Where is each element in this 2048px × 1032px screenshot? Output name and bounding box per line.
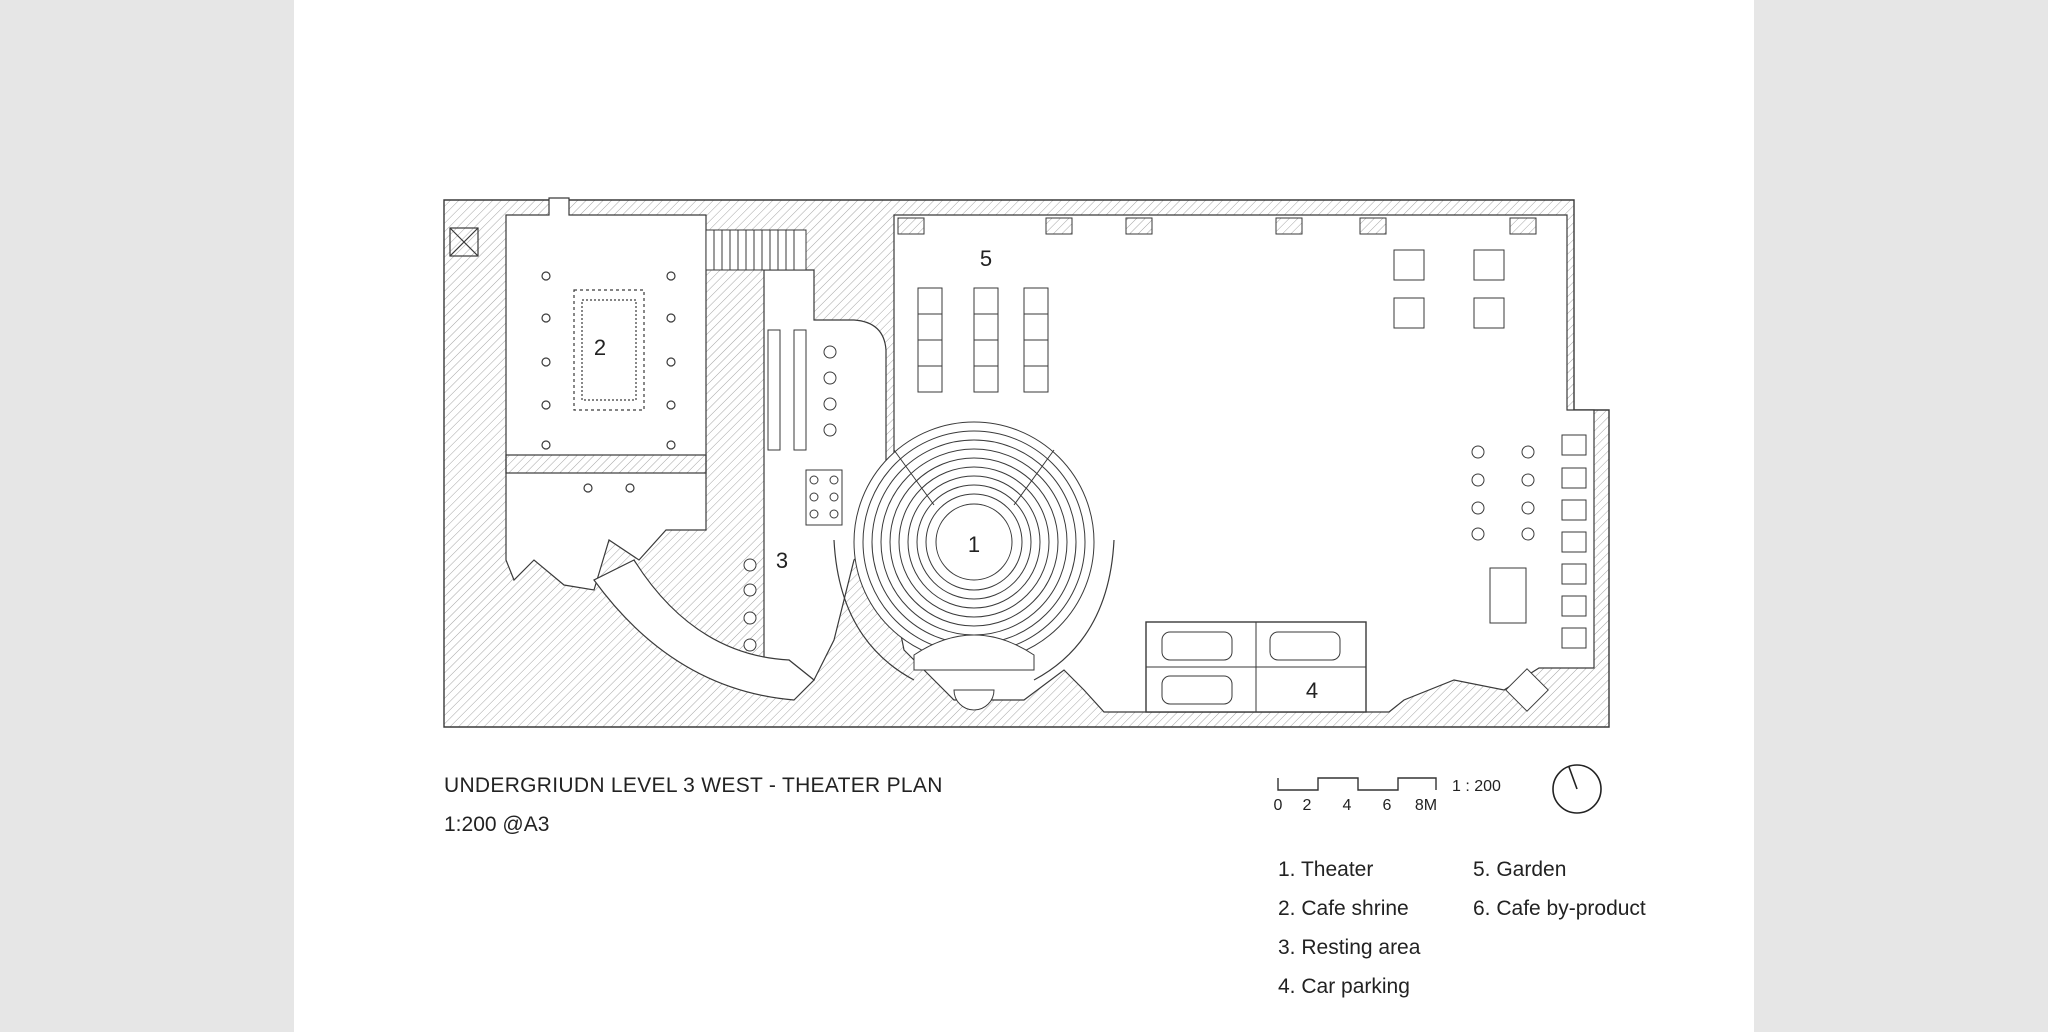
cafe-by-product-tables (1393, 249, 1587, 712)
drawing-title: UNDERGRIUDN LEVEL 3 WEST - THEATER PLAN (444, 774, 943, 797)
floor-plan: 1 2 3 4 5 (443, 197, 1610, 728)
scale-bar: 0 2 4 6 8M 1 : 200 (1274, 777, 1501, 814)
drawing-sheet: 1 2 3 4 5 UNDERGRIUDN LEVEL 3 WEST - THE… (294, 0, 1754, 1032)
scale-tick-4: 4 (1343, 797, 1352, 814)
legend-item-cafe-shrine: 2. Cafe shrine (1278, 897, 1409, 920)
drawing-scale-note: 1:200 @A3 (444, 813, 550, 836)
resting-benches (743, 329, 843, 652)
legend-item-garden: 5. Garden (1473, 858, 1567, 881)
top-stair (705, 229, 807, 271)
scale-tick-0: 0 (1274, 797, 1283, 814)
scale-tick-8m: 8M (1415, 797, 1437, 814)
legend-item-cafe-by-product: 6. Cafe by-product (1473, 897, 1646, 920)
legend-item-theater: 1. Theater (1278, 858, 1374, 881)
theater-seating (833, 421, 1115, 711)
north-arrow-icon (1552, 764, 1602, 814)
room-tag-resting-area: 3 (776, 548, 788, 573)
elevator-core (449, 227, 479, 257)
scale-ratio: 1 : 200 (1452, 778, 1501, 795)
room-tag-cafe-shrine: 2 (594, 335, 606, 360)
room-tag-garden: 5 (980, 246, 992, 271)
car-parking (1145, 621, 1367, 713)
scale-tick-2: 2 (1303, 797, 1312, 814)
legend-item-car-parking: 4. Car parking (1278, 975, 1410, 998)
room-tag-car-parking: 4 (1306, 678, 1318, 703)
room-tag-theater: 1 (968, 532, 980, 557)
legend-item-resting-area: 3. Resting area (1278, 936, 1421, 959)
shrine-columns (505, 271, 707, 493)
garden-planters (897, 217, 1537, 393)
scale-tick-6: 6 (1383, 797, 1392, 814)
